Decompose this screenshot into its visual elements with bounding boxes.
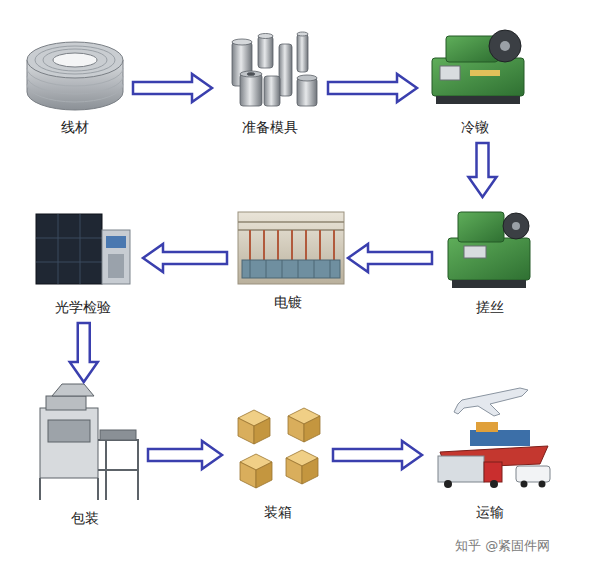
step-label: 搓丝	[476, 298, 504, 316]
die-parts	[232, 32, 317, 106]
step-label: 包装	[71, 509, 99, 527]
step-label: 装箱	[264, 503, 292, 521]
optical-inspection-machine	[36, 214, 130, 284]
process-step: 线材	[20, 30, 130, 140]
process-step: 准备模具	[215, 28, 325, 140]
flow-arrow	[143, 244, 227, 272]
step-label: 准备模具	[242, 118, 298, 136]
step-label: 光学检验	[55, 298, 111, 316]
step-label: 冷镦	[461, 118, 489, 136]
packaging-machine	[40, 384, 138, 500]
cartons	[238, 408, 320, 488]
process-step: 运输	[425, 380, 555, 525]
process-step: 搓丝	[435, 200, 545, 320]
process-step: 电镀	[230, 205, 345, 315]
flow-arrow	[328, 74, 417, 102]
flow-arrow	[133, 74, 212, 102]
flow-arrow	[70, 323, 98, 382]
wire-coil	[27, 42, 123, 110]
cold-heading-machine	[432, 30, 524, 104]
flow-arrow	[469, 143, 497, 197]
step-label: 运输	[476, 503, 504, 521]
step-label: 线材	[61, 118, 89, 136]
process-step: 冷镦	[420, 25, 530, 140]
electroplating-line	[238, 212, 344, 284]
step-label: 电镀	[274, 293, 302, 311]
process-step: 光学检验	[25, 205, 140, 320]
flow-arrow	[348, 244, 432, 272]
process-step: 包装	[25, 385, 145, 531]
transport-vehicles	[438, 388, 550, 488]
thread-rolling-machine	[448, 212, 530, 288]
process-step: 装箱	[225, 400, 330, 525]
flow-arrow	[333, 441, 422, 469]
flow-arrow	[148, 441, 222, 469]
watermark: 知乎 @紧固件网	[455, 537, 550, 555]
